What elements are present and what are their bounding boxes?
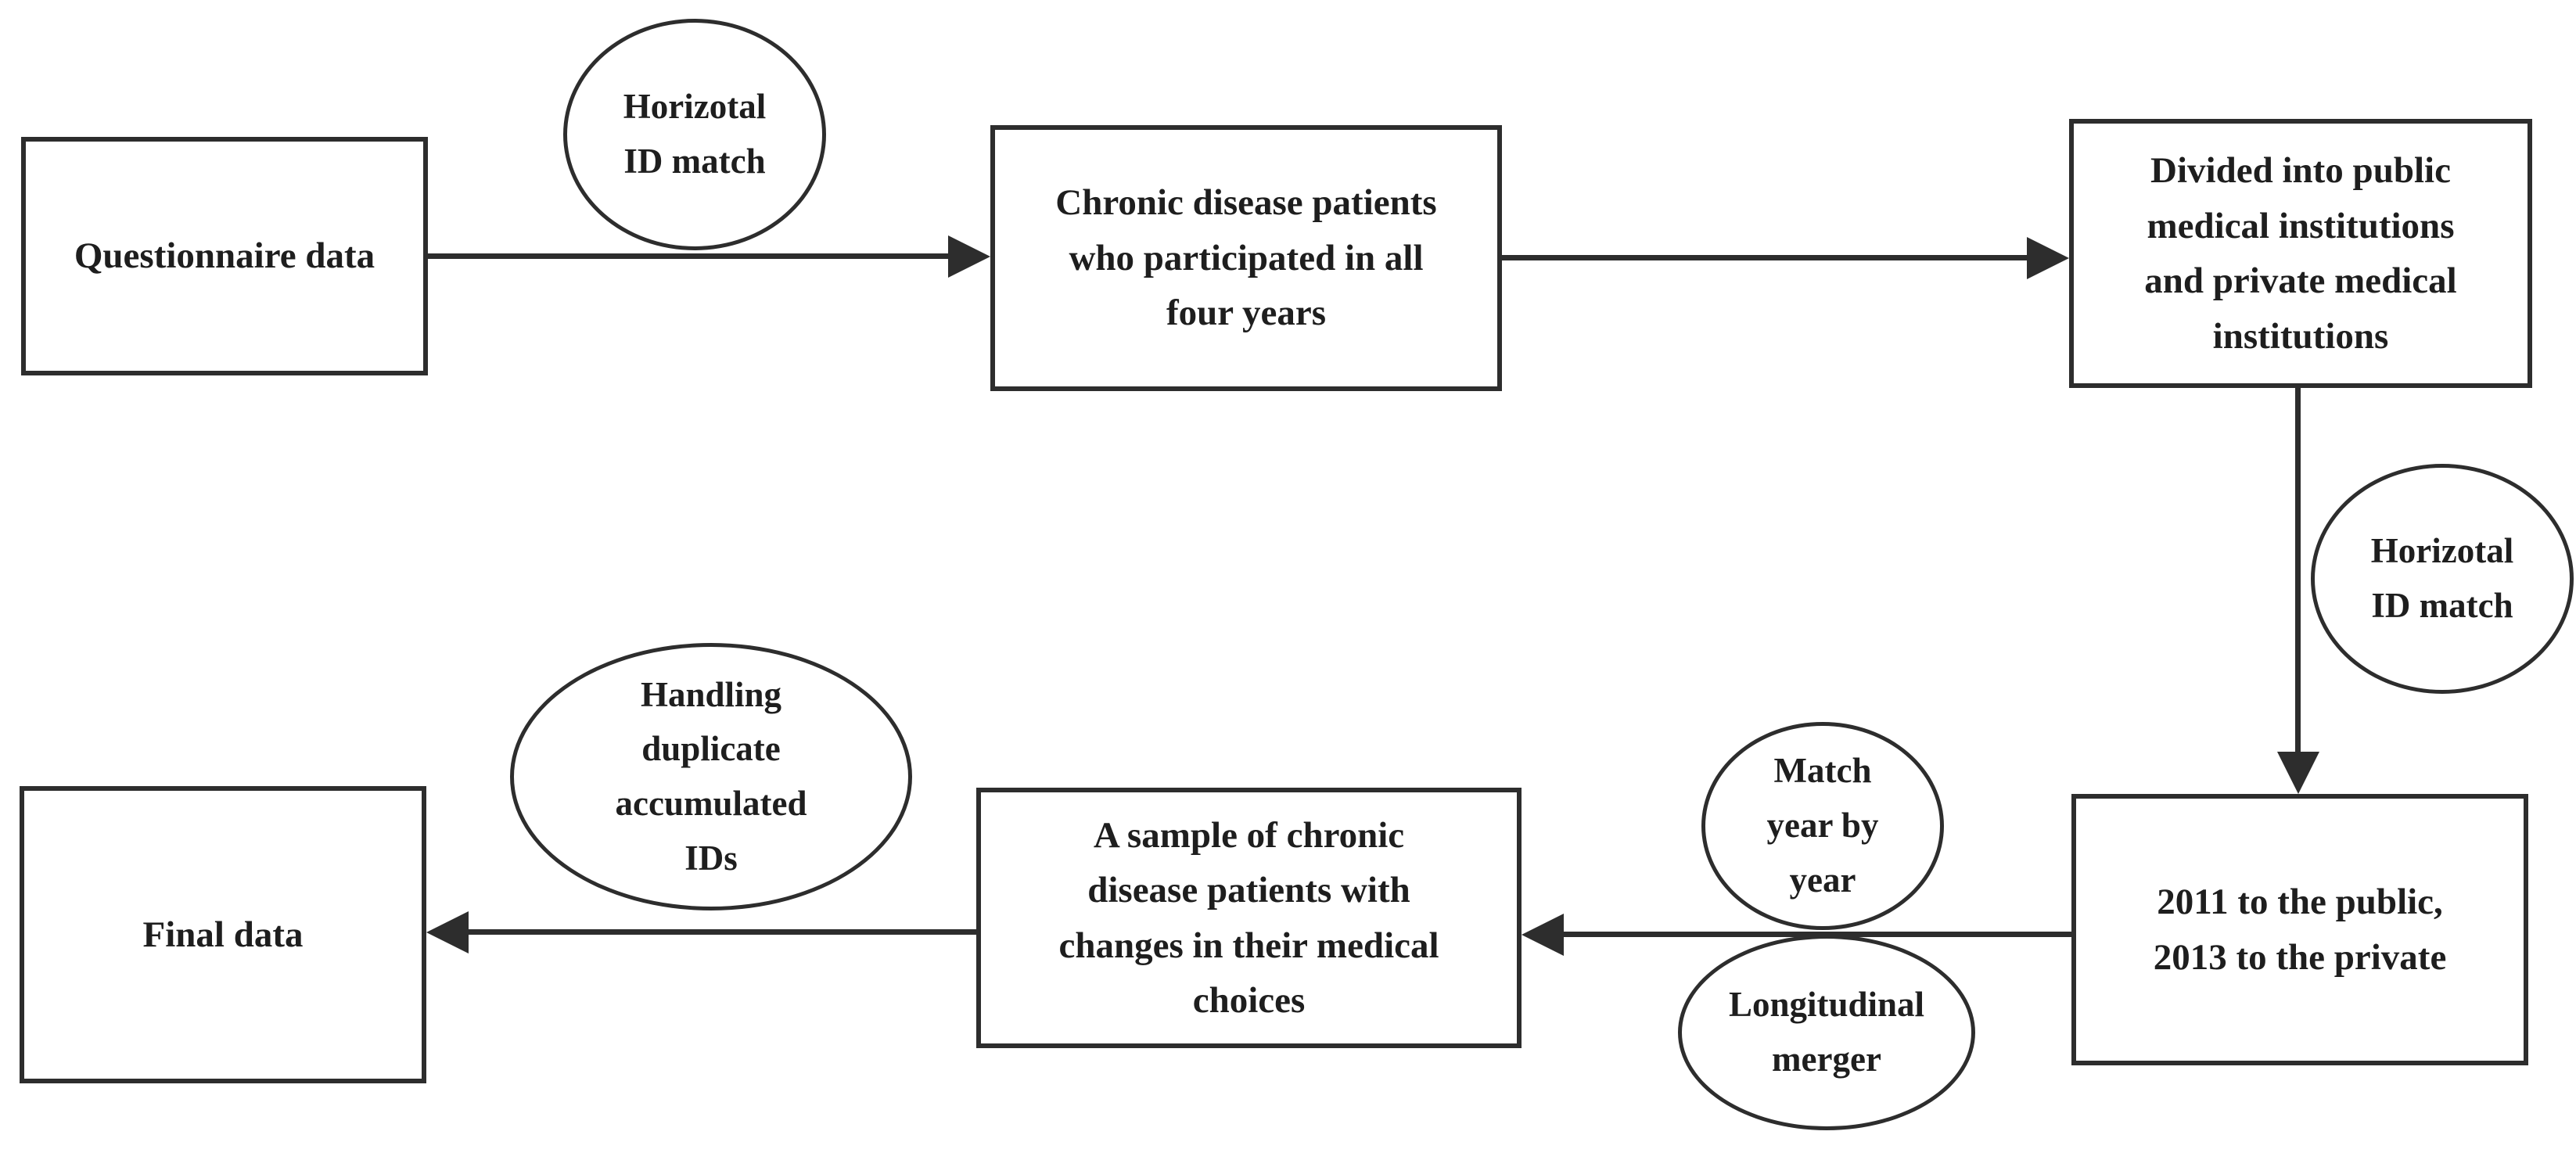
arrow-chronic-to-divided [1500, 255, 2028, 260]
arrowhead-left-icon [426, 911, 469, 953]
ellipse-label: Match year by year [1766, 751, 1879, 900]
flow-node-divided-institutions: Divided into public medical institutions… [2069, 119, 2532, 388]
ellipse-label: Handling duplicate accumulated IDs [615, 674, 807, 878]
node-label: 2011 to the public, 2013 to the private [2153, 882, 2447, 978]
node-label: Final data [142, 914, 304, 955]
arrowhead-left-icon [1522, 914, 1564, 956]
arrow-divided-to-public-private [2295, 386, 2301, 752]
node-label: Questionnaire data [74, 235, 375, 277]
flow-node-final-data: Final data [20, 786, 426, 1083]
arrowhead-right-icon [948, 235, 990, 278]
flow-node-chronic-disease-patients: Chronic disease patients who participate… [990, 125, 1502, 391]
node-label: Divided into public medical institutions… [2144, 150, 2457, 357]
arrow-sample-to-final [469, 929, 977, 935]
node-label: Chronic disease patients who participate… [1055, 182, 1437, 334]
ellipse-label: Longitudinal merger [1728, 985, 1925, 1079]
process-ellipse-handling-duplicate-ids: Handling duplicate accumulated IDs [510, 643, 912, 910]
process-ellipse-horizontal-id-match-right: Horizotal ID match [2311, 464, 2574, 694]
ellipse-label: Horizotal ID match [623, 87, 767, 181]
arrowhead-down-icon [2277, 752, 2319, 794]
flow-node-questionnaire-data: Questionnaire data [21, 137, 428, 375]
process-ellipse-match-year-by-year: Match year by year [1701, 722, 1944, 930]
process-ellipse-horizontal-id-match-top: Horizotal ID match [563, 19, 826, 250]
flow-node-2011-public-2013-private: 2011 to the public, 2013 to the private [2071, 794, 2528, 1065]
ellipse-label: Horizotal ID match [2370, 531, 2514, 625]
process-ellipse-longitudinal-merger: Longitudinal merger [1678, 935, 1975, 1130]
arrow-public-private-to-sample [1564, 932, 2073, 937]
node-label: A sample of chronic disease patients wit… [1058, 814, 1439, 1022]
arrowhead-right-icon [2027, 237, 2069, 279]
arrow-questionnaire-to-chronic [426, 253, 952, 259]
flow-node-sample-of-patients: A sample of chronic disease patients wit… [976, 788, 1522, 1048]
